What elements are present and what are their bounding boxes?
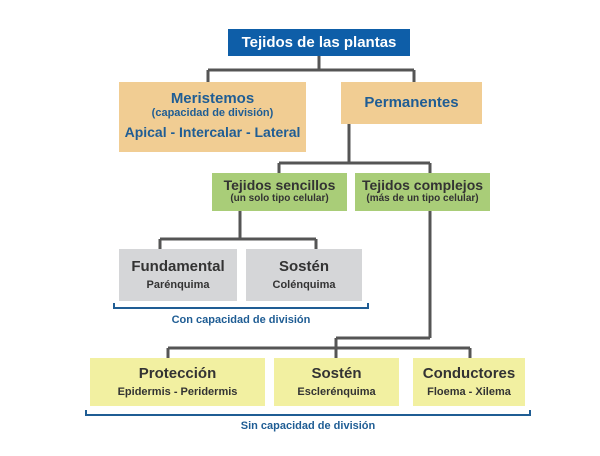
node-title: Meristemos: [170, 90, 255, 107]
node-title: Conductores: [422, 365, 516, 382]
node-conductores: Conductores Floema - Xilema: [413, 358, 525, 406]
node-subtitle: (un solo tipo celular): [230, 193, 329, 204]
node-subtitle: (más de un tipo celular): [366, 193, 479, 204]
node-sosten-complejo: Sostén Esclerénquima: [274, 358, 399, 406]
bracket-sin: [85, 410, 531, 416]
node-title: Sostén: [278, 258, 329, 275]
node-title: Protección: [138, 365, 217, 382]
node-example: Epidermis - Peridermis: [117, 386, 238, 398]
node-tejidos-de-las-plantas: Tejidos de las plantas: [228, 29, 410, 56]
node-fundamental: Fundamental Parénquima: [119, 249, 237, 301]
bracket-con: [113, 303, 369, 309]
node-label: Tejidos de las plantas: [241, 34, 397, 51]
node-tejidos-complejos: Tejidos complejos (más de un tipo celula…: [355, 173, 490, 211]
node-example: Esclerénquima: [297, 386, 376, 398]
caption-sin-capacidad: Sin capacidad de división: [240, 420, 376, 432]
node-example: Floema - Xilema: [427, 386, 511, 398]
node-proteccion: Protección Epidermis - Peridermis: [90, 358, 265, 406]
node-title: Fundamental: [131, 258, 225, 275]
node-tejidos-sencillos: Tejidos sencillos (un solo tipo celular): [212, 173, 347, 211]
caption-con-capacidad: Con capacidad de división: [171, 314, 311, 326]
node-title: Tejidos complejos: [361, 177, 484, 193]
node-example: Parénquima: [146, 279, 210, 291]
node-types: Apical - Intercalar - Lateral: [124, 124, 301, 140]
node-title: Tejidos sencillos: [223, 177, 336, 193]
node-permanentes: Permanentes: [341, 82, 482, 124]
node-meristemos: Meristemos (capacidad de división) Apica…: [119, 82, 306, 152]
node-sosten-sencillo: Sostén Colénquima: [246, 249, 362, 301]
node-subtitle: (capacidad de división): [151, 107, 274, 119]
node-example: Colénquima: [272, 279, 336, 291]
node-title: Permanentes: [364, 94, 459, 111]
node-title: Sostén: [311, 365, 362, 382]
